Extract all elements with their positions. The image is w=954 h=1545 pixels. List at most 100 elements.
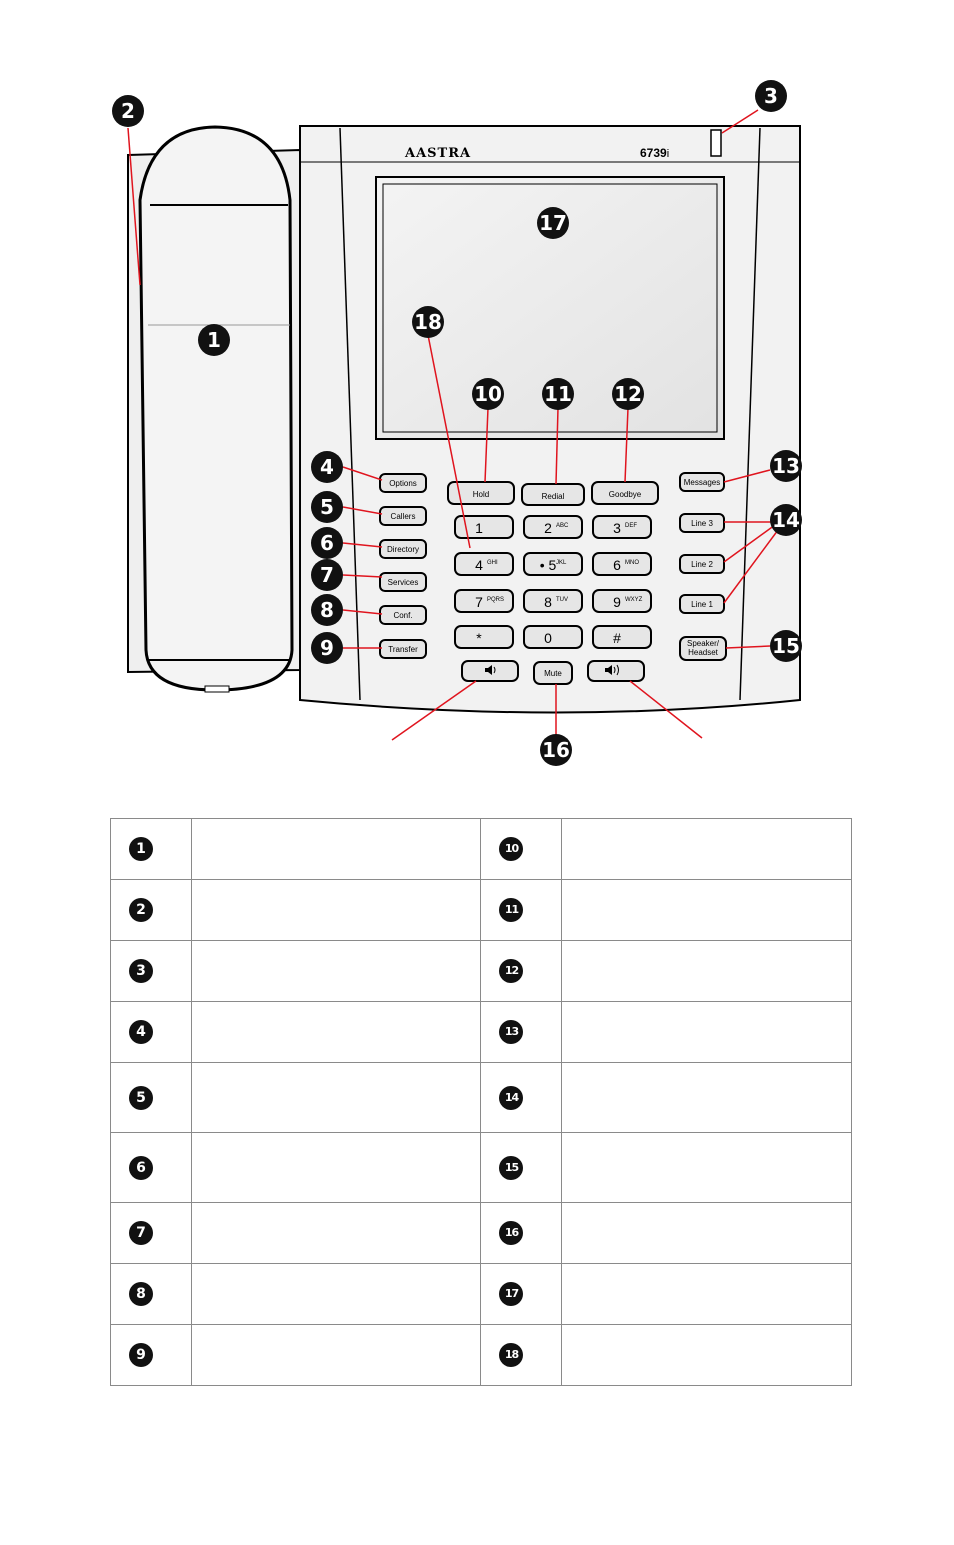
legend-description-cell bbox=[190, 1202, 482, 1264]
callout-badge: 3 bbox=[755, 80, 787, 112]
legend-row: 4 13 bbox=[110, 1001, 852, 1063]
svg-text:Headset: Headset bbox=[688, 648, 719, 657]
key-label: Directory bbox=[387, 545, 419, 554]
legend-number-cell: 13 bbox=[480, 1001, 563, 1063]
legend-description-cell bbox=[190, 1001, 482, 1063]
callout-badge: 13 bbox=[770, 450, 802, 482]
legend-badge: 4 bbox=[129, 1020, 153, 1044]
dial-key[interactable]: 6 MNO bbox=[592, 552, 652, 576]
dial-key-digit: 8 bbox=[544, 594, 552, 610]
dial-key[interactable]: 3 DEF bbox=[592, 515, 652, 539]
legend-badge: 11 bbox=[499, 898, 524, 922]
volume-down-key[interactable] bbox=[461, 660, 519, 682]
dial-key-digit: * bbox=[476, 630, 482, 646]
callers-key[interactable]: Callers bbox=[379, 506, 427, 526]
legend-badge: 17 bbox=[499, 1282, 524, 1306]
callout-badge: 7 bbox=[311, 559, 343, 591]
transfer-key[interactable]: Transfer bbox=[379, 639, 427, 659]
dial-key[interactable]: 1 bbox=[454, 515, 514, 539]
mute-key[interactable]: Mute bbox=[533, 661, 573, 685]
callout-number: 11 bbox=[544, 382, 572, 406]
legend-badge: 8 bbox=[129, 1282, 153, 1306]
dial-key-digit: 3 bbox=[613, 520, 621, 536]
legend-number-cell: 15 bbox=[480, 1132, 563, 1203]
callout-number: 14 bbox=[772, 508, 800, 532]
callout-number: 9 bbox=[320, 636, 334, 660]
legend-badge: 5 bbox=[129, 1085, 153, 1110]
phone-diagram: AASTRA 6739i Hold Redial Goodbye Options… bbox=[112, 80, 802, 766]
key-label: Conf. bbox=[393, 611, 412, 620]
callout-number: 6 bbox=[320, 531, 334, 555]
callout-badge: 1 bbox=[198, 324, 230, 356]
legend-description-cell bbox=[561, 1132, 852, 1203]
callout-number: 18 bbox=[414, 310, 442, 334]
callout-badge: 14 bbox=[770, 504, 802, 536]
legend-number-cell: 8 bbox=[110, 1263, 192, 1325]
dial-key-letters: DEF bbox=[625, 523, 637, 529]
legend-badge: 2 bbox=[129, 898, 153, 922]
legend-description-cell bbox=[190, 1062, 482, 1133]
dial-key-letters: WXYZ bbox=[625, 597, 643, 603]
messages-key[interactable]: Messages bbox=[679, 472, 725, 492]
hold-key[interactable]: Hold bbox=[447, 481, 515, 505]
key-label: Line 3 bbox=[691, 519, 713, 528]
svg-text:Speaker/: Speaker/ bbox=[687, 639, 720, 648]
key-label: Messages bbox=[684, 478, 720, 487]
dial-key-letters: MNO bbox=[625, 560, 639, 566]
dial-key[interactable]: # bbox=[592, 625, 652, 649]
legend-number-cell: 1 bbox=[110, 818, 192, 880]
legend-badge: 10 bbox=[499, 837, 524, 861]
line-3-key[interactable]: Line 3 bbox=[679, 513, 725, 533]
legend-description-cell bbox=[561, 818, 852, 880]
line-1-key[interactable]: Line 1 bbox=[679, 594, 725, 614]
callout-number: 16 bbox=[542, 738, 570, 762]
callout-number: 5 bbox=[320, 495, 334, 519]
key-label: Callers bbox=[391, 512, 416, 521]
speaker-headset-key[interactable]: Speaker/ Headset bbox=[679, 636, 727, 661]
dial-key-digit: 9 bbox=[613, 594, 621, 610]
legend-description-cell bbox=[561, 1263, 852, 1325]
legend-description-cell bbox=[561, 1324, 852, 1386]
options-key[interactable]: Options bbox=[379, 473, 427, 493]
legend-badge: 13 bbox=[499, 1020, 524, 1044]
legend-row: 8 17 bbox=[110, 1263, 852, 1325]
conference-key[interactable]: Conf. bbox=[379, 605, 427, 625]
handset bbox=[127, 125, 301, 693]
dial-key[interactable]: 9 WXYZ bbox=[592, 589, 652, 613]
callout-number: 15 bbox=[772, 634, 800, 658]
dial-key[interactable]: 0 bbox=[523, 625, 583, 649]
dial-key-digit: # bbox=[613, 630, 621, 646]
dial-key-letters: TUV bbox=[556, 597, 568, 603]
services-key[interactable]: Services bbox=[379, 572, 427, 592]
goodbye-key[interactable]: Goodbye bbox=[591, 481, 659, 505]
redial-key[interactable]: Redial bbox=[521, 483, 585, 506]
line-2-key[interactable]: Line 2 bbox=[679, 554, 725, 574]
dial-key-digit: 6 bbox=[613, 557, 621, 573]
callout-badge: 2 bbox=[112, 95, 144, 127]
callout-badge: 17 bbox=[537, 207, 569, 239]
legend-description-cell bbox=[561, 1001, 852, 1063]
dial-key[interactable]: 8 TUV bbox=[523, 589, 583, 613]
legend-number-cell: 5 bbox=[110, 1062, 192, 1133]
key-label: Line 1 bbox=[691, 600, 713, 609]
svg-text:Goodbye: Goodbye bbox=[609, 490, 642, 499]
callout-number: 1 bbox=[207, 328, 221, 352]
volume-up-key[interactable] bbox=[587, 660, 645, 682]
dial-key[interactable]: * bbox=[454, 625, 514, 649]
dial-key-digit: 7 bbox=[475, 594, 483, 610]
svg-text:Redial: Redial bbox=[542, 492, 565, 501]
legend-badge: 18 bbox=[499, 1343, 524, 1367]
directory-key[interactable]: Directory bbox=[379, 539, 427, 559]
